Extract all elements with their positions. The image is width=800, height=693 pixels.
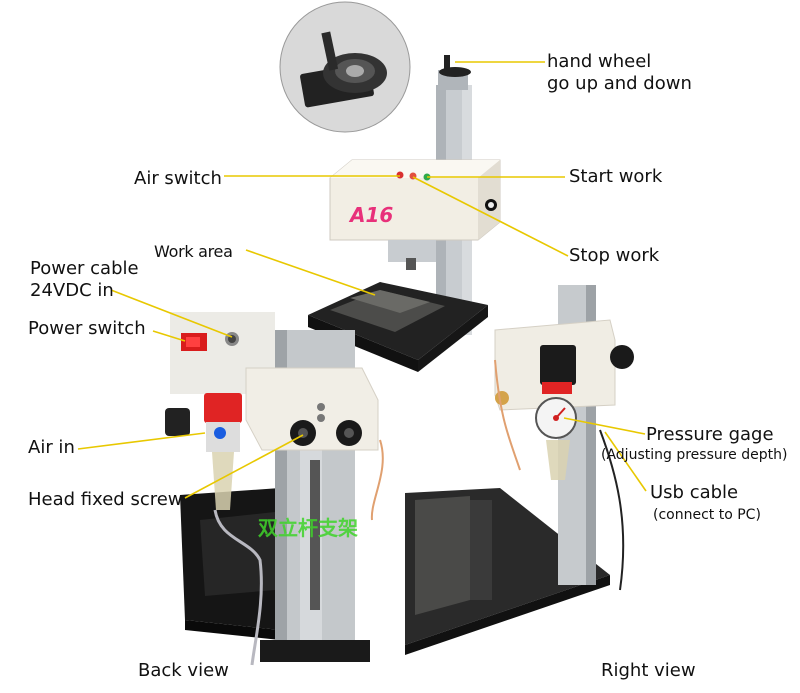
power-cable-label-2: 24VDC in: [30, 280, 114, 301]
air-in-label: Air in: [28, 437, 75, 458]
pressure-note-label: (Adjusting pressure depth): [601, 447, 788, 463]
usb-cable-label: Usb cable: [650, 482, 739, 503]
back-view-machine: [165, 312, 384, 666]
power-cable-label: Power cable: [30, 258, 139, 279]
hand-wheel-inset: [279, 1, 411, 133]
work-area-label: Work area: [154, 242, 233, 261]
hand-wheel-label: hand wheel: [547, 51, 652, 72]
hand-wheel-label-2: go up and down: [547, 73, 692, 94]
power-switch-label: Power switch: [28, 318, 146, 339]
stop-work-label: Stop work: [569, 245, 660, 266]
marking-head: [329, 159, 501, 270]
watermark-text: 双立杆支架: [258, 516, 358, 540]
start-work-label: Start work: [569, 166, 663, 187]
air-switch-label: Air switch: [134, 168, 222, 189]
usb-note-label: (connect to PC): [653, 507, 761, 523]
right-view-caption: Right view: [601, 660, 696, 681]
work-table: [308, 282, 488, 372]
back-view-caption: Back view: [138, 660, 229, 681]
head-fixed-screw-label: Head fixed screw: [28, 489, 183, 510]
pressure-gage-label: Pressure gage: [646, 424, 774, 445]
right-view-machine: [405, 285, 634, 655]
leader-lines: [77, 61, 647, 499]
model-label: A16: [350, 203, 394, 227]
